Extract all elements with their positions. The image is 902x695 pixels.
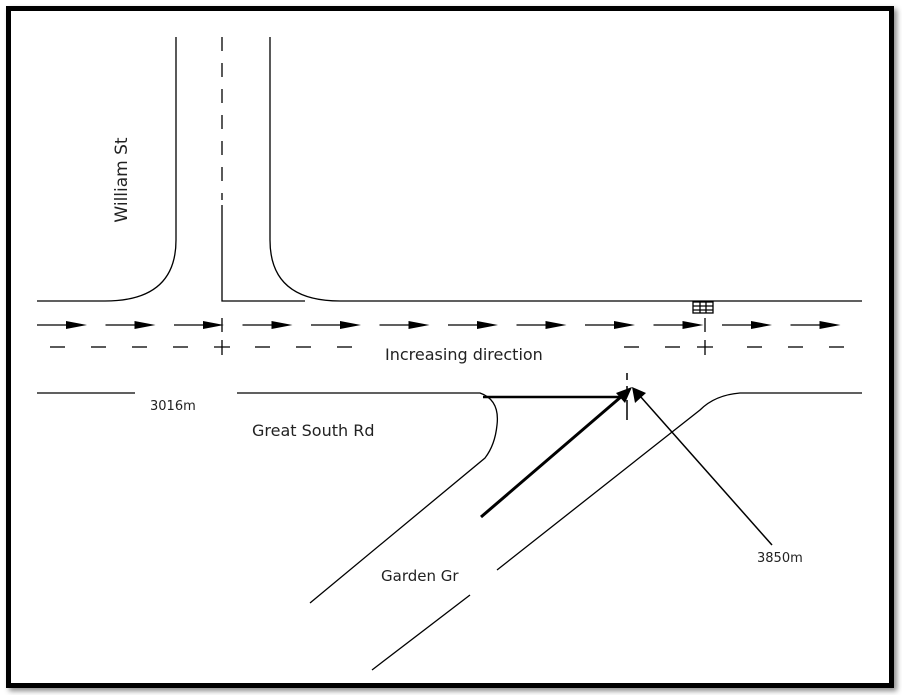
great-south-rd-bottom-right [496, 392, 862, 571]
arrowhead [271, 321, 293, 329]
arrowhead [545, 321, 567, 329]
direction-arrows [37, 321, 841, 329]
arrowhead [66, 321, 87, 329]
arrowhead [751, 321, 772, 329]
chainage-pointer-arrowhead [632, 387, 646, 403]
arrowhead [340, 321, 361, 329]
chainage-start-label: 3016m [150, 399, 196, 414]
sign-icon [692, 301, 714, 314]
garden-gr-edge [371, 594, 471, 671]
arrowhead [477, 321, 498, 329]
garden-gr-label: Garden Gr [381, 567, 459, 585]
william-st-label: William St [112, 137, 132, 223]
arrowhead [408, 321, 430, 329]
william-st-stopline [221, 205, 305, 302]
chainage-end-label: 3850m [757, 551, 803, 566]
arrowhead [134, 321, 156, 329]
arrowhead [203, 321, 224, 329]
chainage-pointer-line [639, 395, 773, 546]
arrowhead [614, 321, 635, 329]
william-st-right-edge [269, 37, 862, 302]
arrowhead [682, 321, 704, 329]
garden-gr-arrowhead [616, 387, 632, 403]
end-marker [697, 318, 713, 355]
start-marker [214, 318, 230, 355]
william-st-left-edge [37, 37, 177, 302]
great-south-rd-label: Great South Rd [252, 421, 375, 440]
arrowhead [819, 321, 841, 329]
garden-gr-travel-arrow [480, 394, 623, 519]
increasing-direction-label: Increasing direction [385, 345, 543, 364]
diagram-frame [6, 6, 894, 688]
